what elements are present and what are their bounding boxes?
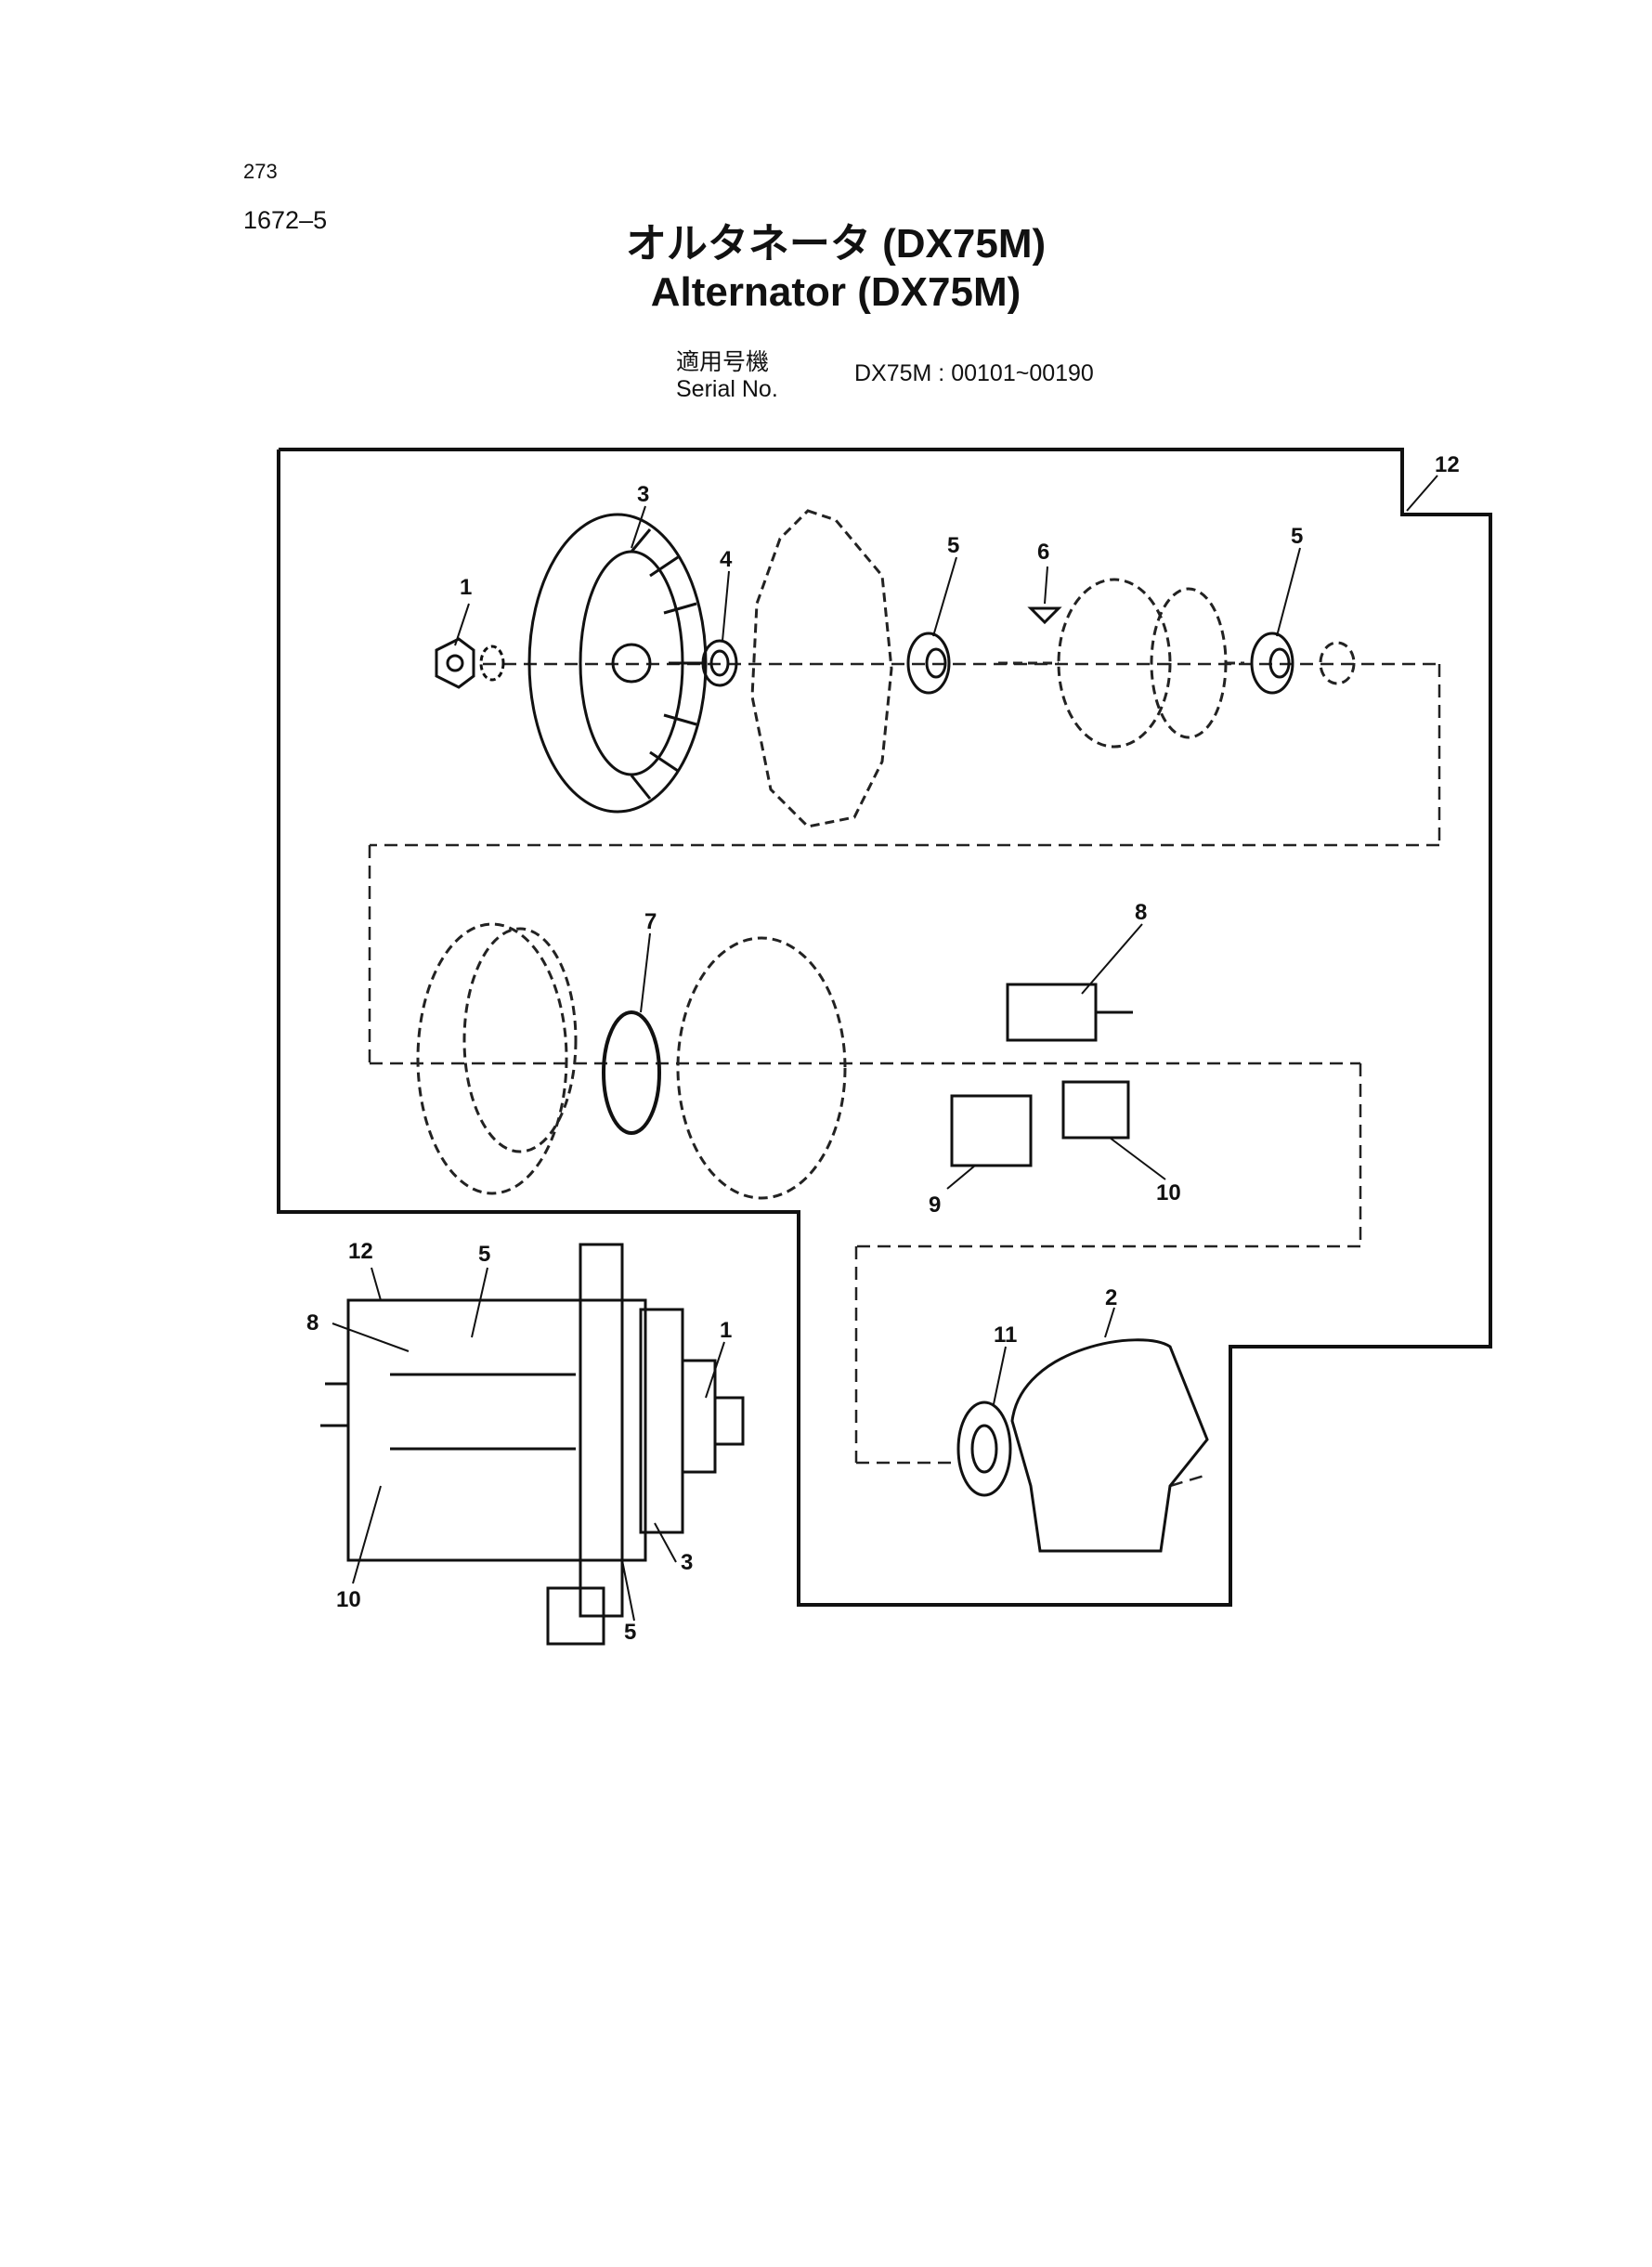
- group-outline: [277, 448, 1492, 1607]
- callout-2: 2: [1105, 1285, 1117, 1310]
- part-3-fan: [527, 513, 708, 814]
- part-11-gasket: [956, 1401, 1012, 1497]
- callout-5: 5: [1291, 524, 1303, 549]
- part-4-spacer: [701, 639, 738, 687]
- leader-lines: [332, 475, 1438, 1622]
- callout-8: 8: [306, 1310, 319, 1335]
- callout-1: 1: [720, 1318, 732, 1343]
- callout-5: 5: [478, 1242, 490, 1267]
- title-japanese: オルタネータ (DX75M): [625, 221, 1047, 267]
- part-8-brush-holder: [1006, 983, 1133, 1042]
- assembled-alternator: [320, 1243, 745, 1646]
- callout-5: 5: [947, 533, 959, 558]
- assembly-path-lines: [368, 662, 1441, 1488]
- part-6-key: [1027, 606, 1062, 625]
- callout-4: 4: [720, 547, 733, 572]
- part-9-regulator: [950, 1094, 1033, 1167]
- callout-9: 9: [929, 1192, 941, 1218]
- callout-1: 1: [460, 575, 472, 600]
- callout-12: 12: [1435, 452, 1460, 477]
- callout-5: 5: [624, 1620, 636, 1645]
- callout-12: 12: [348, 1239, 373, 1264]
- callout-7: 7: [644, 909, 657, 934]
- rotor: [998, 578, 1356, 749]
- part-10-rectifier: [1061, 1080, 1130, 1140]
- serial-label-english: Serial No.: [676, 376, 778, 402]
- part-7-o-ring: [602, 1010, 661, 1135]
- title-english: Alternator (DX75M): [650, 269, 1021, 315]
- serial-value: DX75M : 00101~00190: [854, 360, 1094, 386]
- callout-11: 11: [994, 1322, 1017, 1348]
- callout-8: 8: [1135, 900, 1147, 925]
- part-2-rear-cover: [1010, 1338, 1209, 1553]
- serial-label-japanese: 適用号機: [676, 349, 770, 375]
- rear-housing: [676, 936, 847, 1200]
- callout-3: 3: [637, 482, 649, 507]
- callout-10: 10: [1156, 1180, 1181, 1205]
- callout-10: 10: [336, 1587, 361, 1612]
- page-number: 273: [243, 160, 278, 183]
- figure-code: 1672–5: [243, 206, 328, 234]
- front-housing: [750, 509, 893, 828]
- callout-3: 3: [681, 1550, 693, 1575]
- stator: [416, 922, 578, 1195]
- part-5-bearing-front: [906, 632, 951, 695]
- part-5-bearing-rear: [1250, 632, 1294, 695]
- callout-6: 6: [1037, 540, 1049, 565]
- callout-labels: 1 3 4 5 6 5 12 7 8 9 10 2 11 12 8 5 1 3 …: [306, 452, 1460, 1645]
- part-1-nut: [435, 637, 505, 689]
